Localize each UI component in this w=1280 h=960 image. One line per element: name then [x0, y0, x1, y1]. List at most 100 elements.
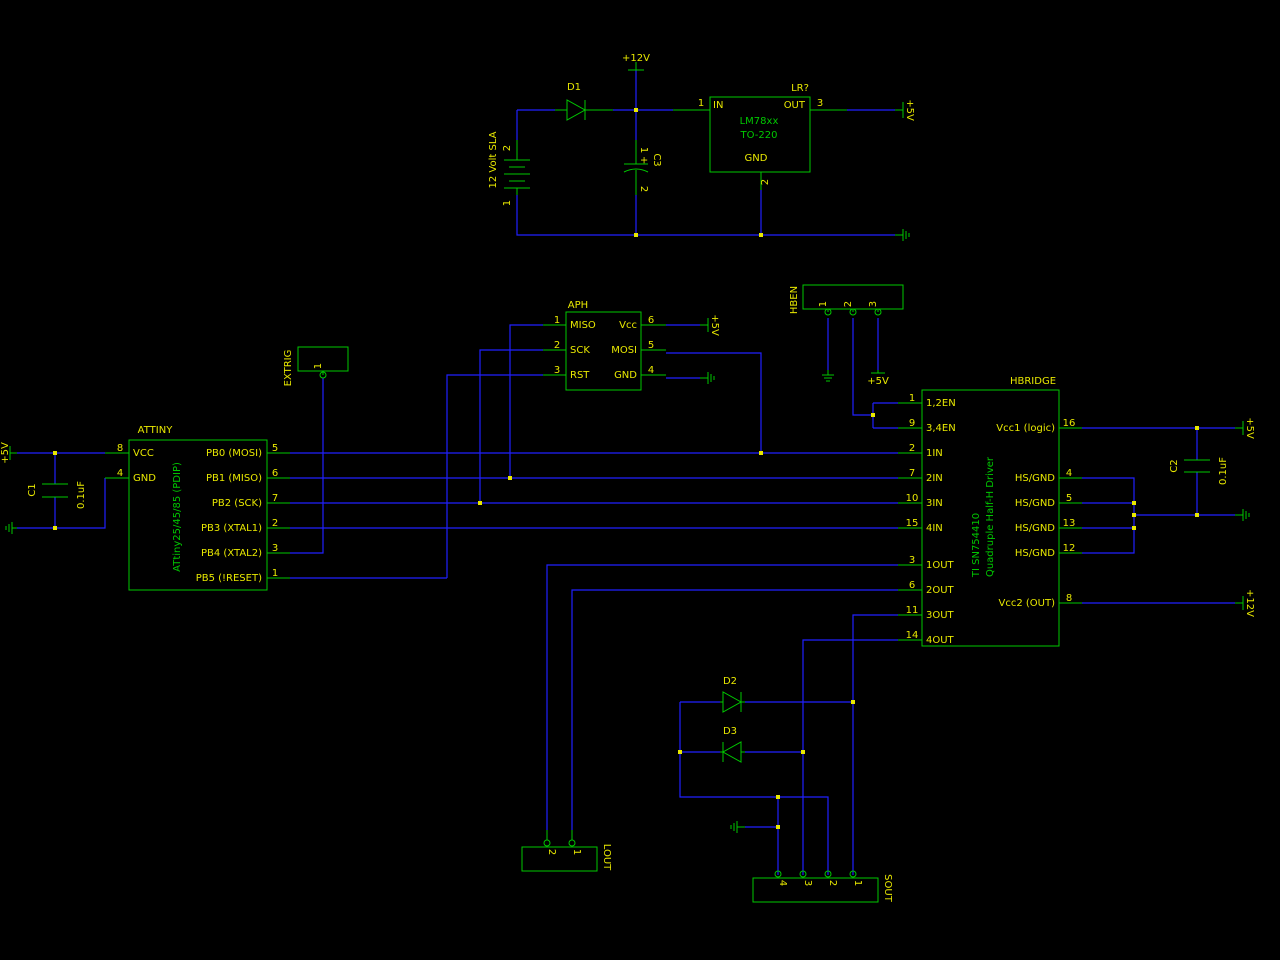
attiny-pin-num: 3: [272, 543, 278, 554]
ground-symbol-hbridge: [1235, 509, 1250, 521]
svg-text:LOUT: LOUT: [601, 844, 612, 871]
hbridge-pin-num: 16: [1063, 418, 1076, 429]
hbridge-pin-num: 15: [906, 518, 919, 529]
hbridge-pin-name: 4IN: [926, 523, 943, 534]
sout-pin-num: 3: [802, 880, 813, 886]
svg-text:2: 2: [760, 179, 771, 185]
attiny-pin-num: 6: [272, 468, 278, 479]
ground-symbol-attiny: [5, 522, 17, 534]
hben-pin-num: 1: [818, 301, 829, 307]
power-12v-hbridge: +12V: [1235, 589, 1255, 617]
hbridge-pin-name: 1IN: [926, 448, 943, 459]
aph-pin-name: Vcc: [619, 320, 637, 331]
hben-pin: [824, 308, 832, 316]
hbridge-pin-num: 8: [1066, 593, 1072, 604]
svg-text:+12V: +12V: [622, 53, 650, 64]
aph-pin-name: MOSI: [611, 345, 637, 356]
svg-text:HBEN: HBEN: [789, 286, 800, 314]
svg-text:+5V: +5V: [904, 99, 915, 121]
svg-text:1: 1: [698, 98, 704, 109]
attiny-pin-num: 5: [272, 443, 278, 454]
attiny-pin-name: VCC: [133, 448, 154, 459]
sout-pin-num: 2: [827, 880, 838, 886]
svg-text:ATTINY: ATTINY: [138, 425, 174, 436]
hbridge-pin-name: 3OUT: [926, 610, 955, 621]
svg-text:TO-220: TO-220: [740, 130, 778, 141]
svg-text:D2: D2: [723, 676, 737, 687]
svg-text:IN: IN: [713, 100, 723, 111]
aph-pin-num: 6: [648, 315, 654, 326]
aph-pin-num: 5: [648, 340, 654, 351]
svg-text:LR?: LR?: [791, 83, 809, 94]
hben-pin-num: 2: [843, 301, 854, 307]
aph-pin-name: RST: [570, 370, 590, 381]
hbridge-pin-num: 6: [909, 580, 915, 591]
regulator-lm78xx: LR? IN OUT LM78xx TO-220 GND 1 3 2: [673, 83, 847, 190]
svg-text:2: 2: [502, 145, 513, 151]
aph-pin-name: SCK: [570, 345, 590, 356]
battery: 2 1 12 Volt SLA: [488, 131, 530, 206]
svg-text:LM78xx: LM78xx: [740, 116, 779, 127]
svg-text:+5V: +5V: [1244, 417, 1255, 439]
aph-pin-name: GND: [614, 370, 637, 381]
hbridge-pin-num: 4: [1066, 468, 1072, 479]
svg-text:+5V: +5V: [867, 376, 889, 387]
ground-symbol-sout: [730, 821, 745, 833]
lout-pin: [568, 839, 576, 847]
svg-text:GND: GND: [745, 153, 768, 164]
lout-pin: [543, 839, 551, 847]
lout-header: LOUT 2 1: [521, 830, 612, 872]
hbridge-pin-num: 9: [909, 418, 915, 429]
hbridge-chip: HBRIDGE TI SN754410 Quadruple Half-H Dri…: [898, 376, 1082, 647]
hbridge-pin-name: HS/GND: [1015, 498, 1055, 509]
attiny-pin-name: PB3 (XTAL1): [201, 523, 262, 534]
attiny-pin-name: PB1 (MISO): [206, 473, 262, 484]
svg-text:EXTRIG: EXTRIG: [283, 350, 294, 387]
attiny-pin-name: PB0 (MOSI): [206, 448, 262, 459]
aph-pin-num: 2: [554, 340, 560, 351]
lout-pin-num: 2: [546, 849, 557, 855]
aph-pin-num: 3: [554, 365, 560, 376]
power-5v-regulator: +5V: [895, 99, 915, 121]
lout-pin-num: 1: [571, 849, 582, 855]
hbridge-pin-name: HS/GND: [1015, 548, 1055, 559]
svg-text:1: 1: [638, 147, 649, 153]
svg-text:C2: C2: [1169, 459, 1180, 472]
hbridge-pin-num: 2: [909, 443, 915, 454]
svg-text:HBRIDGE: HBRIDGE: [1010, 376, 1056, 387]
capacitor-c3: 1 + 2 C3: [623, 140, 662, 195]
ground-symbol-hben: [822, 370, 834, 382]
power-5v-hben: +5V: [867, 370, 889, 387]
attiny-pin-num: 1: [272, 568, 278, 579]
hbridge-pin-name: Vcc2 (OUT): [999, 598, 1056, 609]
svg-text:C1: C1: [27, 483, 38, 496]
hbridge-pin-num: 11: [906, 605, 919, 616]
svg-text:1: 1: [313, 363, 324, 369]
attiny-pin-name: PB4 (XTAL2): [201, 548, 262, 559]
capacitor-c1: C1 0.1uF: [27, 481, 87, 509]
aph-pin-name: MISO: [570, 320, 596, 331]
svg-text:C3: C3: [651, 153, 662, 166]
attiny-pin-num: 4: [117, 468, 123, 479]
attiny-pin-name: PB2 (SCK): [212, 498, 262, 509]
hbridge-pin-num: 5: [1066, 493, 1072, 504]
hbridge-pin-name: 1,2EN: [926, 398, 956, 409]
hbridge-pin-name: 4OUT: [926, 635, 955, 646]
svg-text:+5V: +5V: [709, 314, 720, 336]
hbridge-pin-num: 14: [906, 630, 919, 641]
power-5v-aph: +5V: [700, 314, 720, 336]
hben-pin: [849, 308, 857, 316]
junctions: [53, 108, 1199, 829]
svg-text:0.1uF: 0.1uF: [76, 481, 87, 509]
hbridge-pin-name: HS/GND: [1015, 473, 1055, 484]
svg-text:+5V: +5V: [0, 442, 11, 464]
hbridge-pin-name: 3IN: [926, 498, 943, 509]
svg-text:APH: APH: [568, 300, 588, 311]
ground-symbol-aph: [700, 372, 715, 384]
svg-text:Quadruple Half-H Driver: Quadruple Half-H Driver: [985, 456, 996, 577]
svg-text:0.1uF: 0.1uF: [1218, 457, 1229, 485]
